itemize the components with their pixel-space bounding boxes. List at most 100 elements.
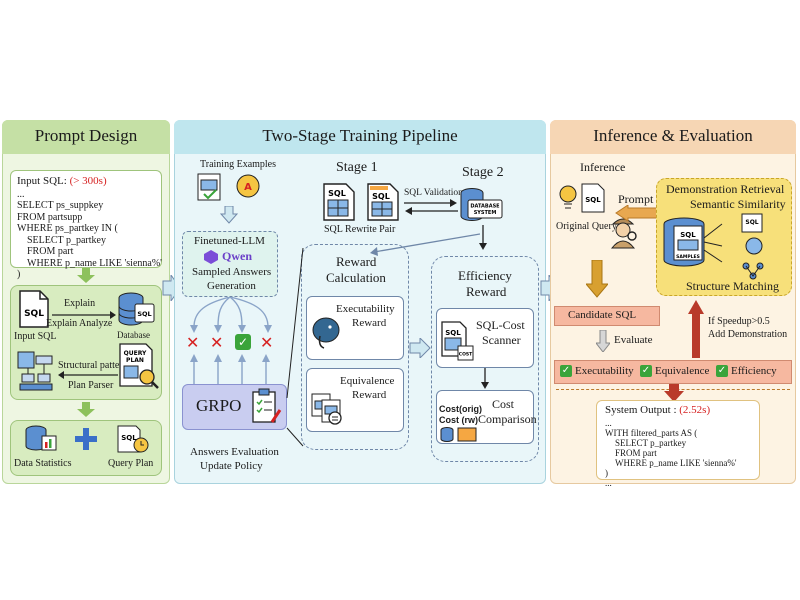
correct-answer-icon: ✓ — [235, 334, 251, 350]
stage2-label: Stage 2 — [462, 165, 504, 180]
efficiency-label-2: Reward — [466, 284, 507, 299]
cost-comparison-box — [436, 390, 534, 444]
candidate-sql-box — [554, 306, 660, 326]
prompt-design-title: Prompt Design — [2, 120, 170, 154]
data-statistics-label: Data Statistics — [14, 458, 72, 469]
check-icon: ✓ — [560, 365, 572, 378]
input-sql-label: Input SQL: — [17, 175, 70, 187]
qwen-label: Qwen — [222, 249, 252, 263]
original-query-label: Original Query — [556, 221, 617, 232]
equivalence-label-1: Equivalence — [340, 375, 395, 387]
executability-label-2: Reward — [352, 317, 387, 329]
input-sql-box: Input SQL: (> 300s) ... SELECT ps_suppke… — [10, 170, 162, 292]
structural-patterns-label: Structural patterns — [58, 360, 132, 371]
cost-db-icon — [440, 427, 477, 442]
svg-text:COST: COST — [459, 352, 473, 358]
up-arrows — [190, 354, 270, 384]
svg-text:SYSTEM: SYSTEM — [474, 210, 497, 216]
feedback-up-arrow-icon — [688, 300, 704, 358]
structure-matching-label: Structure Matching — [686, 279, 779, 293]
check-icon: ✓ — [640, 365, 652, 378]
evaluate-label: Evaluate — [614, 334, 653, 346]
wrong-answer-icon: ✕ — [210, 333, 224, 352]
reward-to-efficiency-arrow-icon — [409, 338, 431, 358]
output-down-arrow-icon — [664, 384, 684, 402]
svg-text:SQL: SQL — [680, 231, 696, 239]
clipboard-check-icon — [252, 388, 282, 423]
cost-comparison-label-1: Cost — [492, 397, 515, 411]
evaluate-arrow-icon — [596, 330, 610, 352]
efficiency-label-1: Efficiency — [458, 268, 512, 283]
svg-text:SQL: SQL — [24, 309, 44, 319]
equivalence-check: ✓Equivalence — [640, 365, 710, 378]
system-output-code: ... WITH filtered_parts AS ( SELECT p_pa… — [605, 417, 737, 488]
detective-icon — [610, 218, 637, 249]
system-output-box: System Output : (2.52s) ... WITH filtere… — [596, 400, 760, 488]
stage-connector-icon — [370, 233, 480, 256]
sql-rewritten-icon: SQL — [367, 183, 399, 221]
cost-rw-label: Cost (rw) — [439, 415, 478, 425]
input-sql-caption: Input SQL — [14, 331, 57, 342]
query-plan-label: Query Plan — [108, 458, 154, 469]
scanner-down-arrow-icon — [481, 368, 489, 389]
original-query-icon: SQL — [559, 183, 605, 213]
training-examples-label: Training Examples — [200, 159, 277, 170]
svg-text:DATABASE: DATABASE — [470, 204, 500, 210]
cost-comparison-label-2: Comparison — [478, 412, 537, 426]
sql-original-icon: SQL — [323, 183, 355, 221]
svg-text:PLAN: PLAN — [126, 357, 144, 364]
system-output-label: System Output : — [605, 404, 680, 416]
samples-db-icon: SQL SAMPLES — [663, 217, 723, 267]
finetuned-llm-label: Finetuned-LLM — [194, 235, 265, 247]
sql-validation-label: SQL Validation — [404, 188, 463, 198]
wrong-answer-icon: ✕ — [186, 333, 200, 352]
qwen-logo-icon — [204, 250, 218, 264]
validation-arrows-icon — [404, 199, 458, 215]
equivalence-label-2: Reward — [352, 389, 387, 401]
sql-compare-icon — [311, 393, 342, 425]
data-statistics-icon — [25, 425, 57, 451]
gold-down-arrow-icon — [586, 260, 608, 298]
database-icon: SQL — [118, 292, 155, 326]
svg-text:SQL: SQL — [328, 189, 346, 198]
svg-text:QUERY: QUERY — [124, 350, 147, 357]
database-caption: Database — [117, 330, 150, 340]
plus-icon — [75, 428, 97, 450]
sql-cost-label-2: Scanner — [482, 333, 521, 347]
grpo-connector-lines — [286, 248, 304, 447]
wrong-answer-icon: ✕ — [260, 333, 274, 352]
reward-calculation-box — [301, 244, 409, 450]
sampled-answers-label: Sampled Answers — [192, 266, 272, 278]
training-examples-icon: A — [197, 173, 260, 201]
rewrite-pair-label: SQL Rewrite Pair — [324, 224, 396, 235]
prompt-label: Prompt — [618, 192, 654, 206]
structural-arrow-icon — [58, 371, 118, 379]
add-demonstration-label: Add Demonstration — [708, 329, 788, 340]
reward-calc-label-1: Reward — [336, 254, 377, 269]
down-arrow-icon — [220, 206, 238, 224]
sample-arrows — [190, 297, 272, 333]
sql-plan-tree-icon — [17, 351, 53, 391]
evaluation-row-box — [554, 360, 792, 384]
sql-file-icon: SQL — [19, 290, 49, 328]
speedup-label: If Speedup>0.5 — [708, 316, 770, 327]
svg-text:SQL: SQL — [445, 329, 461, 337]
answers-evaluation-label: Answers Evaluation — [190, 446, 279, 458]
demonstration-retrieval-label: Demonstration Retrieval — [666, 182, 785, 196]
svg-text:SQL: SQL — [745, 219, 758, 226]
update-policy-label: Update Policy — [200, 460, 263, 472]
cost-orig-label: Cost(orig) — [439, 404, 482, 414]
green-down-arrow-2-icon — [77, 402, 95, 417]
reward-calc-label-2: Calculation — [326, 270, 386, 285]
similarity-icons: SQL — [741, 213, 764, 280]
query-plan-clock-icon: SQL — [117, 425, 149, 453]
grpo-label: GRPO — [196, 396, 242, 415]
plan-parser-label: Plan Parser — [68, 380, 114, 391]
training-title: Two-Stage Training Pipeline — [174, 120, 546, 154]
generation-label: Generation — [207, 280, 256, 292]
input-sql-time: (> 300s) — [69, 175, 107, 187]
svg-text:SQL: SQL — [121, 434, 137, 442]
inference-title: Inference & Evaluation — [550, 120, 796, 154]
explain-label: Explain — [64, 298, 96, 309]
efficiency-check: ✓Efficiency — [716, 365, 777, 378]
